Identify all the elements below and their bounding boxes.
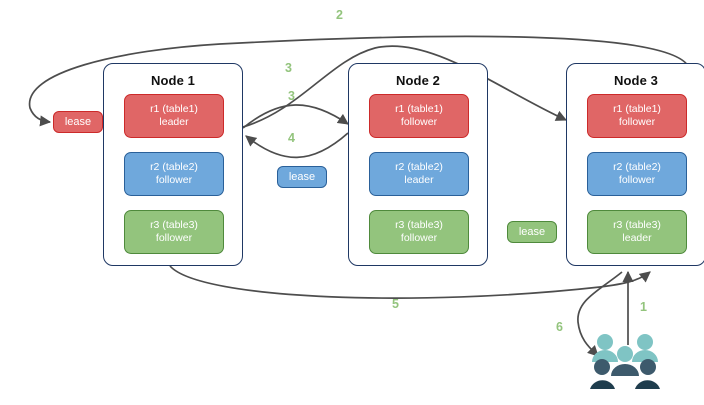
replica-role: follower — [400, 116, 438, 128]
replica-name: r1 (table1) — [613, 103, 661, 115]
edge-label-2: 2 — [336, 8, 343, 22]
replica-role: follower — [155, 232, 193, 244]
replica-name: r1 (table1) — [150, 103, 198, 115]
lease-label: lease — [64, 116, 92, 128]
replica-r1[interactable]: r1 (table1) follower — [587, 94, 687, 138]
replica-r1[interactable]: r1 (table1) leader — [124, 94, 224, 138]
replica-name: r3 (table3) — [613, 219, 661, 231]
replica-r3[interactable]: r3 (table3) leader — [587, 210, 687, 254]
replica-role: follower — [155, 174, 193, 186]
node-container-node2: Node 2 r1 (table1) follower r2 (table2) … — [348, 63, 488, 266]
replica-role: follower — [618, 116, 656, 128]
edge-label-5: 5 — [392, 297, 399, 311]
node-container-node1: Node 1 r1 (table1) leader r2 (table2) fo… — [103, 63, 243, 266]
edge-label-1: 1 — [640, 300, 647, 314]
replica-name: r2 (table2) — [395, 161, 443, 173]
replica-role: follower — [400, 232, 438, 244]
replica-r3[interactable]: r3 (table3) follower — [124, 210, 224, 254]
lease-label: lease — [518, 226, 546, 238]
replica-role: leader — [404, 174, 434, 186]
replica-r1[interactable]: r1 (table1) follower — [369, 94, 469, 138]
node-title: Node 3 — [614, 73, 658, 88]
replica-name: r1 (table1) — [395, 103, 443, 115]
edge-5 — [169, 265, 651, 299]
replica-role: leader — [159, 116, 189, 128]
replica-r2[interactable]: r2 (table2) leader — [369, 152, 469, 196]
lease-label: lease — [288, 171, 316, 183]
replica-r2[interactable]: r2 (table2) follower — [124, 152, 224, 196]
users-icon — [590, 334, 660, 389]
lease-badge-green[interactable]: lease — [507, 221, 557, 243]
replica-r3[interactable]: r3 (table3) follower — [369, 210, 469, 254]
replica-name: r3 (table3) — [395, 219, 443, 231]
node-title: Node 2 — [396, 73, 440, 88]
replica-r2[interactable]: r2 (table2) follower — [587, 152, 687, 196]
edge-label-3-upper: 3 — [285, 61, 292, 75]
lease-badge-blue[interactable]: lease — [277, 166, 327, 188]
replica-name: r2 (table2) — [613, 161, 661, 173]
edge-label-3-lower: 3 — [288, 89, 295, 103]
edge-4 — [245, 132, 349, 159]
replica-role: follower — [618, 174, 656, 186]
replica-role: leader — [622, 232, 652, 244]
edge-3-lower — [242, 104, 349, 129]
edge-label-6: 6 — [556, 320, 563, 334]
node-title: Node 1 — [151, 73, 195, 88]
edge-label-4: 4 — [288, 131, 295, 145]
lease-badge-red[interactable]: lease — [53, 111, 103, 133]
replica-name: r2 (table2) — [150, 161, 198, 173]
replica-name: r3 (table3) — [150, 219, 198, 231]
node-container-node3: Node 3 r1 (table1) follower r2 (table2) … — [566, 63, 704, 266]
